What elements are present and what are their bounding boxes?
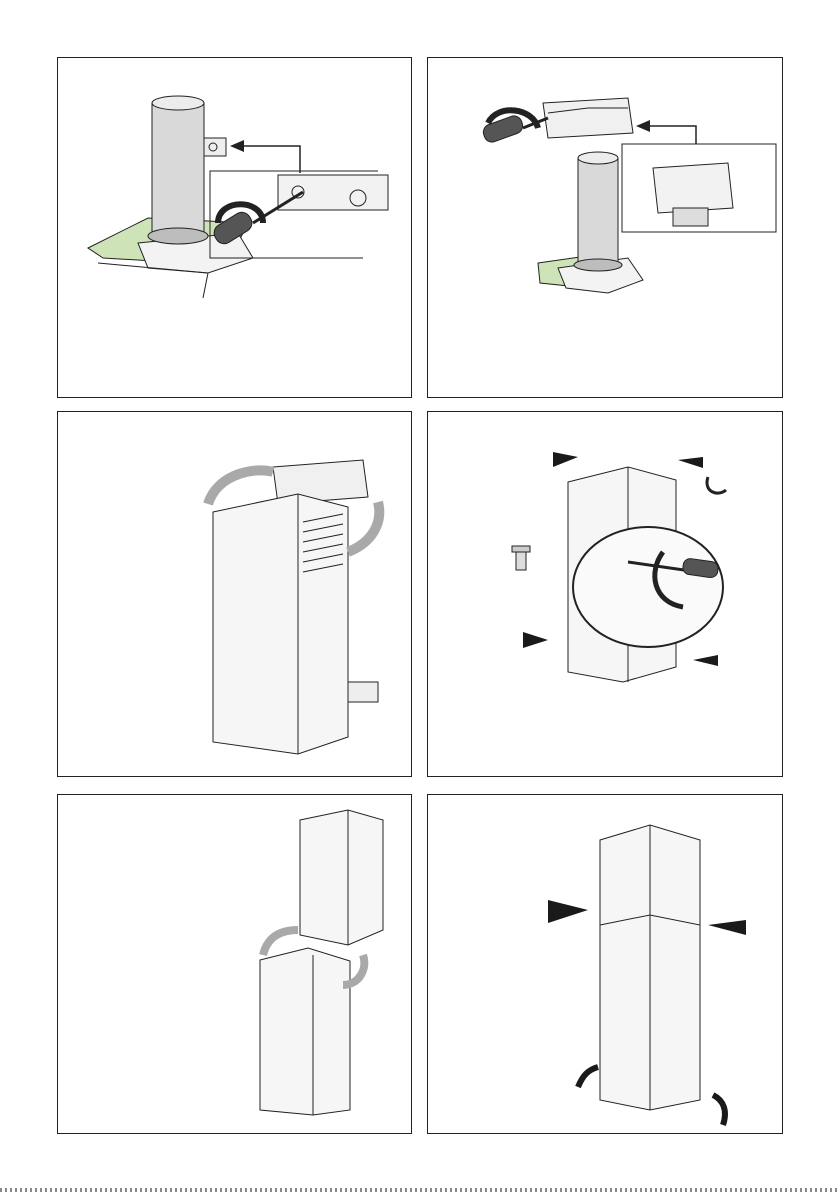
mounting-bracket-icon bbox=[348, 682, 378, 702]
rotate-arrow-icon bbox=[263, 930, 298, 955]
step-panel-6 bbox=[427, 794, 783, 1134]
duct-pipe-icon bbox=[574, 152, 622, 271]
step-panel-5 bbox=[57, 794, 412, 1134]
rotate-arrow-icon bbox=[578, 1067, 598, 1087]
step-2-illustration bbox=[428, 58, 784, 399]
push-arrow-icon bbox=[548, 900, 588, 923]
push-arrow-icon bbox=[708, 920, 746, 935]
page-bottom-border bbox=[0, 1188, 840, 1192]
rotate-arrow-icon bbox=[208, 470, 273, 504]
pointer-arrow-icon bbox=[230, 140, 300, 173]
screwdriver-icon bbox=[211, 192, 303, 247]
mounting-bracket-icon bbox=[278, 175, 388, 210]
step-panel-2 bbox=[427, 57, 783, 398]
step-1-illustration bbox=[58, 58, 413, 399]
screw-icon bbox=[512, 546, 530, 570]
push-arrow-icon bbox=[553, 452, 578, 467]
air-deflector-icon bbox=[543, 98, 633, 138]
step-panel-4 bbox=[427, 411, 783, 777]
step-panel-3 bbox=[57, 411, 412, 777]
chimney-cover-icon bbox=[213, 494, 348, 754]
step-6-illustration bbox=[428, 795, 784, 1135]
step-5-illustration bbox=[58, 795, 413, 1135]
push-arrow-icon bbox=[523, 632, 548, 648]
rotate-arrow-icon bbox=[348, 502, 379, 552]
duct-pipe-icon bbox=[148, 96, 208, 244]
base-edge-line bbox=[203, 273, 208, 298]
push-arrow-icon bbox=[678, 457, 703, 468]
step-panel-1 bbox=[57, 57, 412, 398]
magnifier-callout-icon bbox=[573, 527, 723, 647]
chimney-cover-icon bbox=[300, 810, 383, 945]
rotate-arrow-icon bbox=[707, 477, 726, 493]
mounting-bracket-icon bbox=[204, 138, 226, 156]
chimney-cover-icon bbox=[260, 948, 350, 1115]
push-arrow-icon bbox=[693, 655, 718, 666]
step-4-illustration bbox=[428, 412, 784, 778]
pointer-arrow-icon bbox=[636, 120, 696, 146]
step-3-illustration bbox=[58, 412, 413, 778]
chimney-cover-icon bbox=[600, 915, 700, 1110]
rotate-arrow-icon bbox=[713, 1095, 725, 1125]
